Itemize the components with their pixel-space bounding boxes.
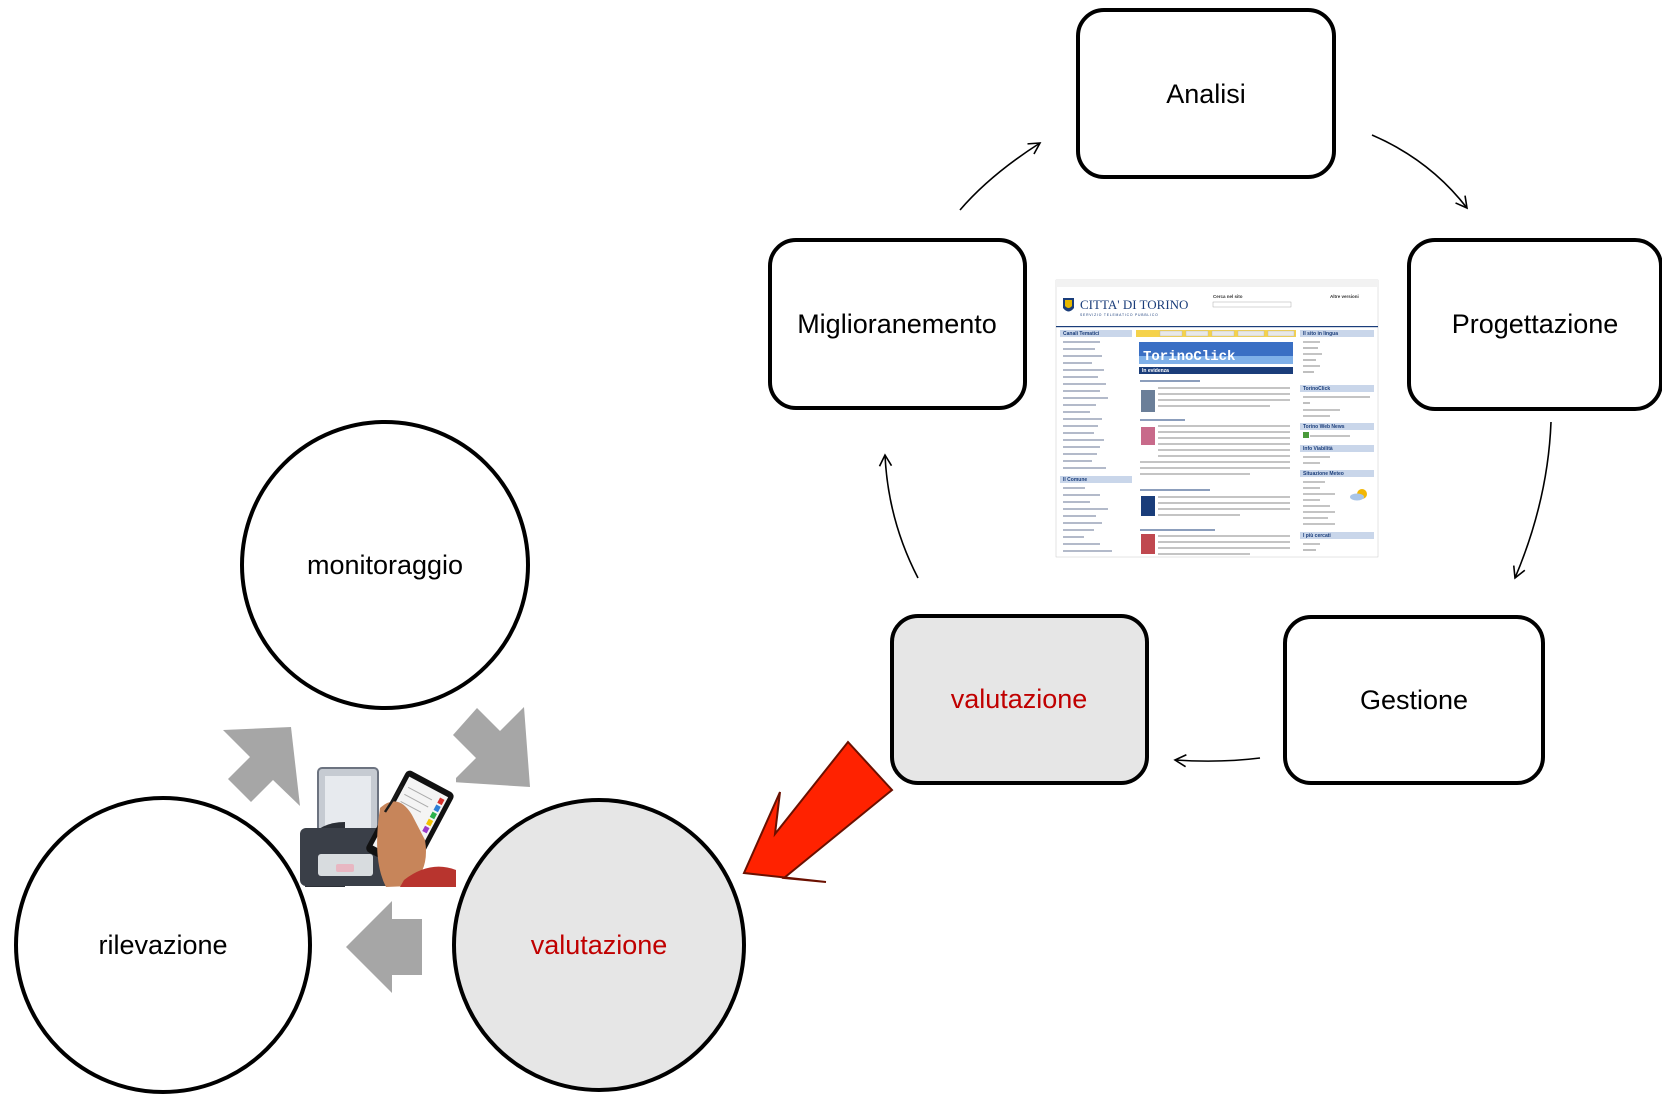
circle-rilevazione: rilevazione [14, 796, 312, 1094]
node-progettazione-label: Progettazione [1452, 309, 1619, 339]
torino-website-screenshot: CITTA' DI TORINO SERVIZIO TELEMATICO PUB… [1055, 279, 1379, 558]
website-logo: CITTA' DI TORINO SERVIZIO TELEMATICO PUB… [1063, 297, 1188, 317]
website-other-versions: Altre versioni [1330, 294, 1359, 299]
node-miglioramento: Miglioranemento [768, 238, 1027, 410]
website-web-news: Torino Web News [1303, 424, 1345, 430]
website-right-column-lines [1303, 341, 1370, 551]
node-gestione: Gestione [1283, 615, 1545, 785]
tablet-in-bag-photo [300, 757, 456, 887]
grey-arrow-down-right [452, 707, 530, 787]
website-news-lines [1140, 380, 1290, 555]
weather-cloud-icon [1350, 493, 1364, 501]
circle-valutazione-highlighted: valutazione [452, 798, 746, 1092]
website-search-field [1212, 301, 1292, 308]
website-banner-text: TorinoClick [1143, 349, 1235, 365]
website-piu-cercati: I più cercati [1303, 533, 1331, 539]
website-info-viabilita: Info Viabilità [1303, 446, 1333, 452]
grey-arrow-left [346, 901, 422, 993]
big-red-arrow [742, 740, 894, 883]
website-il-comune: Il Comune [1063, 477, 1087, 483]
website-logo-text: CITTA' DI TORINO [1080, 297, 1188, 312]
website-logo-sub: SERVIZIO TELEMATICO PUBBLICO [1080, 313, 1159, 317]
node-valutazione-label: valutazione [951, 684, 1088, 714]
circle-valutazione-label: valutazione [531, 930, 668, 960]
node-analisi: Analisi [1076, 8, 1336, 179]
node-gestione-label: Gestione [1360, 685, 1468, 715]
website-sito-in-lingua: Il sito in lingua [1303, 331, 1338, 337]
node-valutazione-highlighted: valutazione [890, 614, 1149, 785]
grey-arrow-up-right [223, 727, 300, 806]
arrow-gestione-to-valutazione [1173, 754, 1261, 768]
arrow-progettazione-to-gestione [1512, 421, 1552, 580]
arrow-valutazione-to-miglioramento [878, 453, 919, 579]
website-meteo: Situazione Meteo [1303, 471, 1344, 477]
website-canali-tematici: Canali Tematici [1063, 331, 1100, 337]
node-analisi-label: Analisi [1166, 79, 1246, 109]
arrow-miglioramento-to-analisi [959, 142, 1042, 211]
node-progettazione: Progettazione [1407, 238, 1662, 411]
arrow-analisi-to-progettazione [1371, 134, 1469, 210]
circle-rilevazione-label: rilevazione [98, 930, 227, 960]
circle-monitoraggio-label: monitoraggio [307, 550, 463, 580]
website-search-label: Cerca nel sito [1213, 294, 1243, 299]
circle-monitoraggio: monitoraggio [240, 420, 530, 710]
website-left-menu-lines [1063, 341, 1112, 552]
website-in-evidenza: In evidenza [1142, 368, 1169, 374]
website-torinoclick: TorinoClick [1303, 386, 1330, 392]
node-miglioramento-label: Miglioranemento [797, 309, 997, 339]
